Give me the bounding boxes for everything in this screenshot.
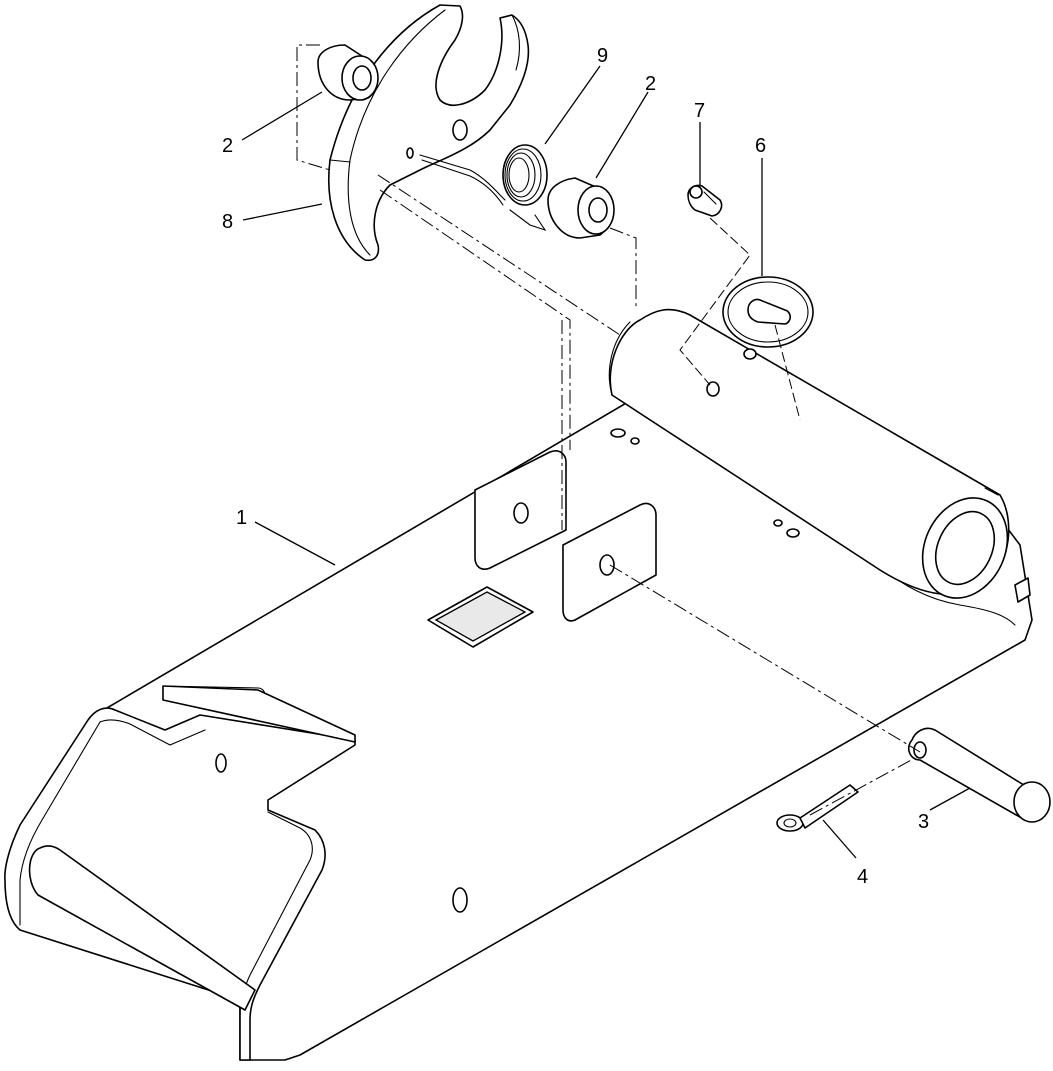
callout-7: 7 xyxy=(694,100,705,122)
latch-hook xyxy=(327,4,530,262)
pin xyxy=(908,727,1051,823)
leader-2a xyxy=(241,91,323,141)
assembly-lines xyxy=(296,44,921,816)
callout-leaders xyxy=(241,65,971,859)
leader-4 xyxy=(822,819,857,859)
decal xyxy=(722,276,814,348)
callout-9: 9 xyxy=(597,45,608,67)
bushing-top xyxy=(317,44,379,101)
callout-2b: 2 xyxy=(645,73,656,95)
callout-labels: 1 2 2 3 4 6 7 8 9 xyxy=(222,45,929,888)
callout-4: 4 xyxy=(857,866,868,888)
leader-8 xyxy=(242,203,323,221)
cotter-pin xyxy=(776,784,859,832)
leader-2b xyxy=(595,91,649,179)
main-frame xyxy=(4,308,1033,1061)
callout-3: 3 xyxy=(918,811,929,833)
grease-fitting xyxy=(687,184,723,217)
leader-1 xyxy=(254,521,336,566)
callout-8: 8 xyxy=(222,211,233,233)
callout-1: 1 xyxy=(236,507,247,529)
callout-2a: 2 xyxy=(222,135,233,157)
torsion-spring xyxy=(419,144,548,232)
leader-3 xyxy=(929,787,971,811)
leader-9 xyxy=(544,65,601,145)
callout-6: 6 xyxy=(755,135,766,157)
bushing-right xyxy=(547,177,615,239)
